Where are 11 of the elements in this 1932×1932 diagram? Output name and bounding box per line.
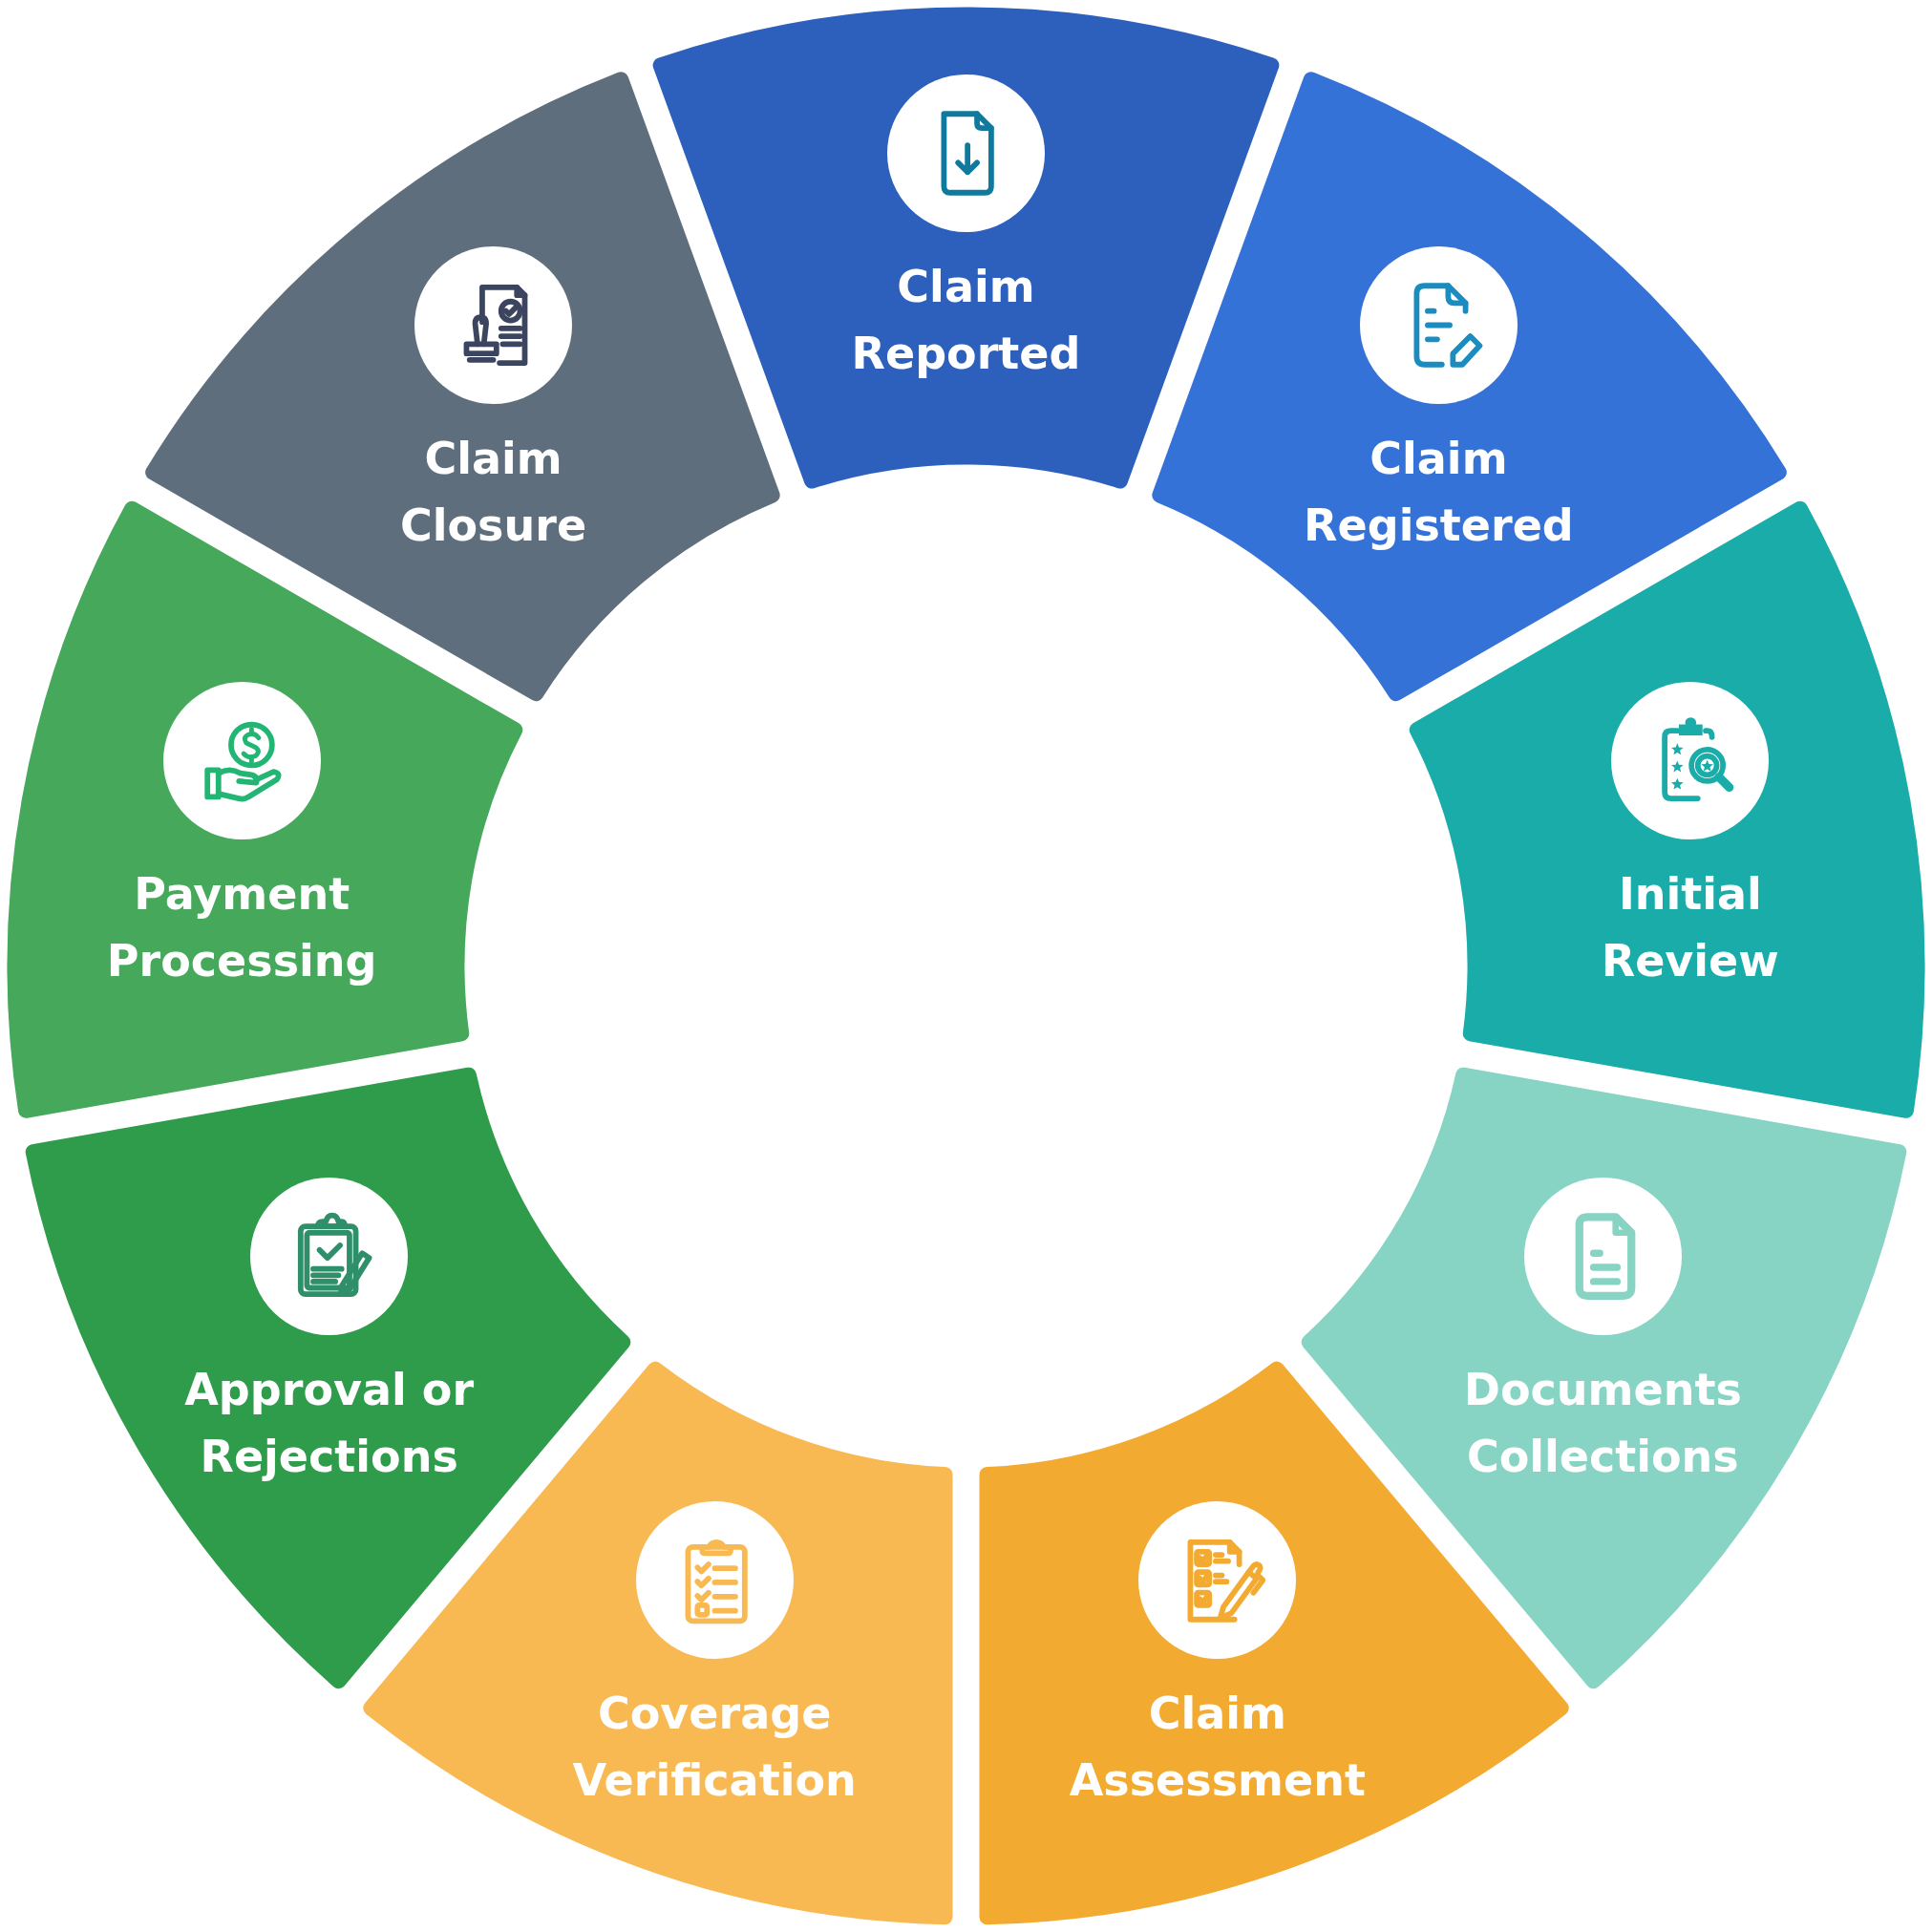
ring-segment: [25, 1067, 631, 1689]
step-label: Initial Review: [1600, 867, 1780, 989]
step-label: Documents Collections: [1462, 1363, 1743, 1484]
step-label: Claim Registered: [1303, 432, 1575, 554]
step-label: Claim Reported: [850, 260, 1082, 381]
ring-segment: [145, 72, 780, 702]
step-label: Coverage Verification: [571, 1686, 858, 1808]
step-label: Claim Closure: [398, 432, 588, 554]
step-label: Claim Assessment: [1068, 1686, 1367, 1808]
step-label: Payment Processing: [105, 867, 378, 989]
step-label: Approval or Rejections: [183, 1363, 476, 1484]
